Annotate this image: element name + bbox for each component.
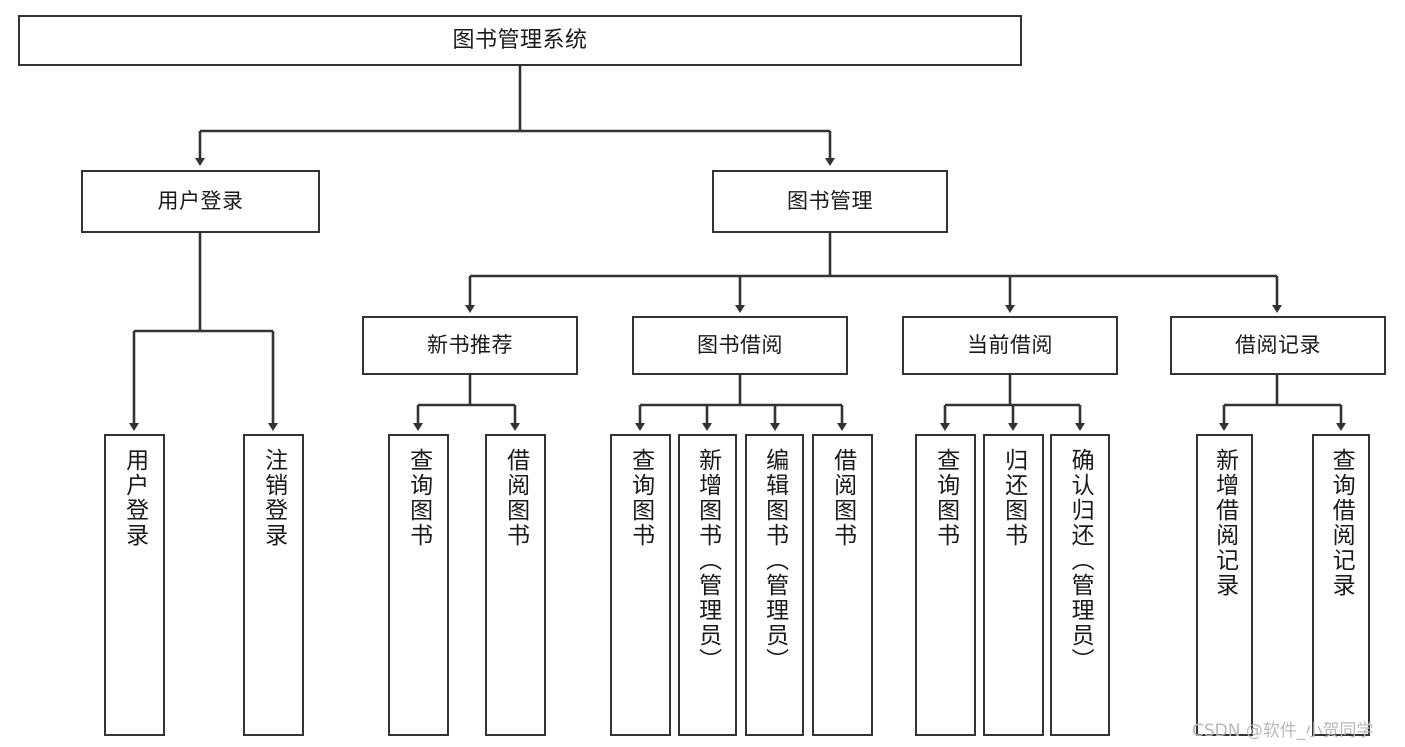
node-label: 查询图书 <box>405 448 432 548</box>
node-book-management[interactable]: 图书管理 <box>712 170 948 233</box>
node-label: 图书借阅 <box>697 333 783 358</box>
node-label: 新书推荐 <box>427 333 513 358</box>
leaf-current-confirm-return-admin[interactable]: 确认归还（管理员） <box>1050 434 1110 736</box>
watermark: CSDN @软件_小贺同学 <box>1192 721 1374 741</box>
node-label: 图书管理 <box>787 189 873 214</box>
node-label: 编辑图书（管理员） <box>761 448 788 673</box>
leaf-user-logout[interactable]: 注销登录 <box>243 434 304 736</box>
node-label: 借阅记录 <box>1235 333 1321 358</box>
node-label: 当前借阅 <box>967 333 1053 358</box>
node-book-borrow[interactable]: 图书借阅 <box>632 316 848 375</box>
leaf-borrow-add-book-admin[interactable]: 新增图书（管理员） <box>678 434 737 736</box>
node-borrow-record[interactable]: 借阅记录 <box>1170 316 1386 375</box>
node-label: 查询图书 <box>932 448 959 548</box>
node-label: 查询借阅记录 <box>1328 448 1355 598</box>
node-label: 图书管理系统 <box>452 27 588 53</box>
leaf-recommend-borrow-book[interactable]: 借阅图书 <box>485 434 546 736</box>
node-label: 查询图书 <box>627 448 654 548</box>
leaf-user-login[interactable]: 用户登录 <box>104 434 165 736</box>
node-label: 归还图书 <box>1000 448 1027 548</box>
node-current-borrow[interactable]: 当前借阅 <box>902 316 1118 375</box>
node-label: 注销登录 <box>260 448 287 548</box>
leaf-record-query-record[interactable]: 查询借阅记录 <box>1312 434 1370 736</box>
leaf-borrow-borrow-book[interactable]: 借阅图书 <box>812 434 873 736</box>
leaf-recommend-query-book[interactable]: 查询图书 <box>388 434 449 736</box>
node-label: 确认归还（管理员） <box>1067 448 1094 673</box>
leaf-record-add-record[interactable]: 新增借阅记录 <box>1196 434 1253 736</box>
leaf-current-query-book[interactable]: 查询图书 <box>915 434 976 736</box>
node-label: 新增借阅记录 <box>1211 448 1238 598</box>
node-label: 用户登录 <box>157 189 244 214</box>
leaf-borrow-edit-book-admin[interactable]: 编辑图书（管理员） <box>745 434 804 736</box>
node-root-system[interactable]: 图书管理系统 <box>18 15 1022 66</box>
node-label: 用户登录 <box>121 448 148 548</box>
leaf-current-return-book[interactable]: 归还图书 <box>983 434 1044 736</box>
node-label: 新增图书（管理员） <box>694 448 721 673</box>
node-new-book-recommend[interactable]: 新书推荐 <box>362 316 578 375</box>
node-label: 借阅图书 <box>829 448 856 548</box>
node-label: 借阅图书 <box>502 448 529 548</box>
leaf-borrow-query-book[interactable]: 查询图书 <box>610 434 671 736</box>
node-user-login[interactable]: 用户登录 <box>81 170 320 233</box>
